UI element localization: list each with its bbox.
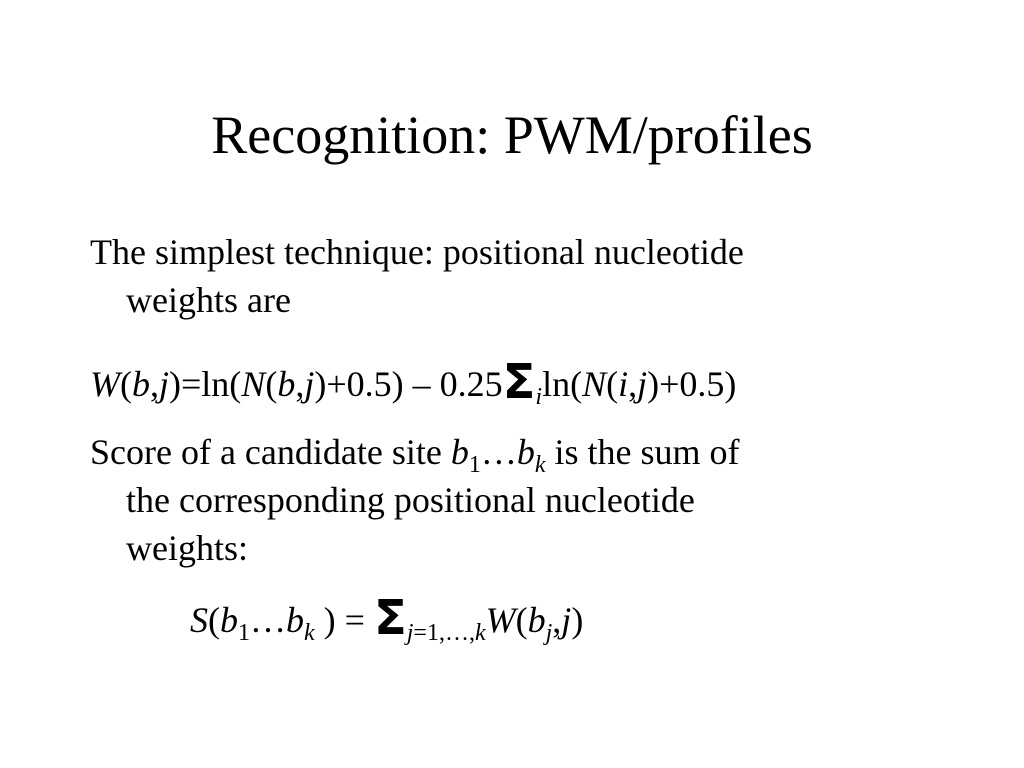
score-formula: S(b1…bk ) = Σj=1,…,kW(bj,j) — [190, 594, 584, 646]
sigma-symbol: Σ — [373, 590, 407, 646]
formula-text: , — [628, 364, 638, 404]
formula-symbol: j — [159, 364, 170, 404]
formula-symbol: W — [90, 364, 120, 404]
formula-symbol: b — [450, 432, 469, 472]
paragraph-line: The simplest technique: positional nucle… — [90, 232, 744, 272]
formula-text: )+0.5) – 0.25 — [314, 364, 503, 404]
paragraph-text: Score of a candidate site — [90, 432, 451, 472]
sum-range-subscript: j=1,…,k — [407, 620, 486, 646]
sigma-symbol: Σ — [502, 354, 536, 410]
paragraph-simplest-technique: The simplest technique: positional nucle… — [90, 228, 744, 324]
weight-formula: W(b,j)=ln(N(b,j)+0.5) – 0.25Σiln(N(i,j)+… — [90, 358, 737, 410]
formula-text: ln( — [542, 364, 583, 404]
paragraph-line: weights are — [126, 280, 291, 320]
formula-text: , — [552, 600, 562, 640]
paragraph-line: the corresponding positional nucleotide — [126, 480, 695, 520]
formula-text: )+0.5) — [647, 364, 737, 404]
formula-symbol: i — [618, 364, 629, 404]
formula-symbol: j — [561, 600, 572, 640]
formula-subscript: j — [545, 620, 553, 646]
paragraph-line-first: Score of a candidate site b1…bk is the s… — [90, 432, 740, 477]
formula-symbol: N — [241, 364, 266, 404]
formula-subscript: j — [406, 620, 414, 646]
formula-text: ( — [606, 364, 619, 404]
slide-title: Recognition: PWM/profiles — [211, 105, 813, 165]
formula-symbol: b — [220, 600, 238, 640]
formula-symbol: j — [304, 364, 315, 404]
formula-symbol: b — [132, 364, 150, 404]
formula-symbol: b — [516, 432, 535, 472]
formula-symbol: b — [286, 600, 304, 640]
formula-text: ( — [515, 600, 528, 640]
formula-text: ( — [208, 600, 220, 640]
paragraph-line: weights: — [126, 528, 248, 568]
formula-subscript: 1 — [468, 452, 481, 478]
formula-subscript: k — [534, 452, 546, 478]
paragraph-score: Score of a candidate site b1…bk is the s… — [90, 428, 740, 572]
formula-text: , — [150, 364, 159, 404]
formula-symbol: N — [582, 364, 607, 404]
formula-subscript: i — [535, 384, 543, 410]
formula-text: )=ln( — [169, 364, 242, 404]
formula-subscript: 1 — [238, 620, 250, 646]
formula-text: ( — [265, 364, 278, 404]
formula-symbol: b — [277, 364, 296, 404]
formula-text: ) = — [314, 600, 374, 640]
formula-text: ( — [120, 364, 132, 404]
formula-subscript: k — [304, 620, 315, 646]
formula-subscript: k — [474, 620, 486, 646]
formula-symbol: S — [190, 600, 208, 640]
formula-symbol: j — [637, 364, 648, 404]
formula-text: ) — [571, 600, 584, 640]
paragraph-text: is the sum of — [545, 432, 740, 472]
formula-text: , — [295, 364, 305, 404]
paragraph-text: … — [480, 432, 517, 472]
formula-subscript: =1,…, — [413, 620, 475, 646]
formula-symbol: W — [485, 600, 516, 640]
formula-symbol: b — [527, 600, 546, 640]
formula-text: … — [250, 600, 286, 640]
